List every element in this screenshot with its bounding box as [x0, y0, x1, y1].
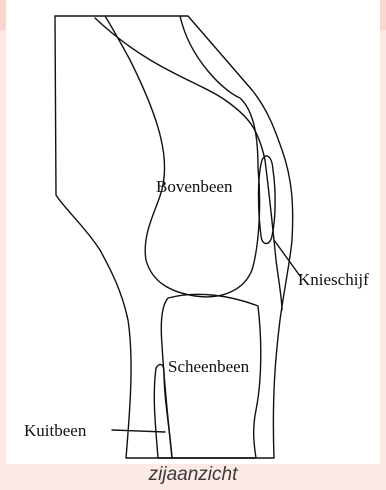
leg-outline: [55, 16, 293, 458]
kuitbeen-leader-line: [112, 430, 165, 432]
fibula-bone: [154, 365, 172, 458]
label-tibia: Scheenbeen: [168, 357, 250, 376]
label-femur: Bovenbeen: [156, 177, 233, 196]
femur-bone: [105, 16, 260, 297]
tibia-bone: [161, 294, 261, 458]
label-patella: Knieschijf: [298, 270, 369, 289]
inner-contour: [95, 18, 282, 310]
caption-side-view: zijaanzicht: [0, 462, 386, 490]
label-fibula: Kuitbeen: [24, 421, 87, 440]
